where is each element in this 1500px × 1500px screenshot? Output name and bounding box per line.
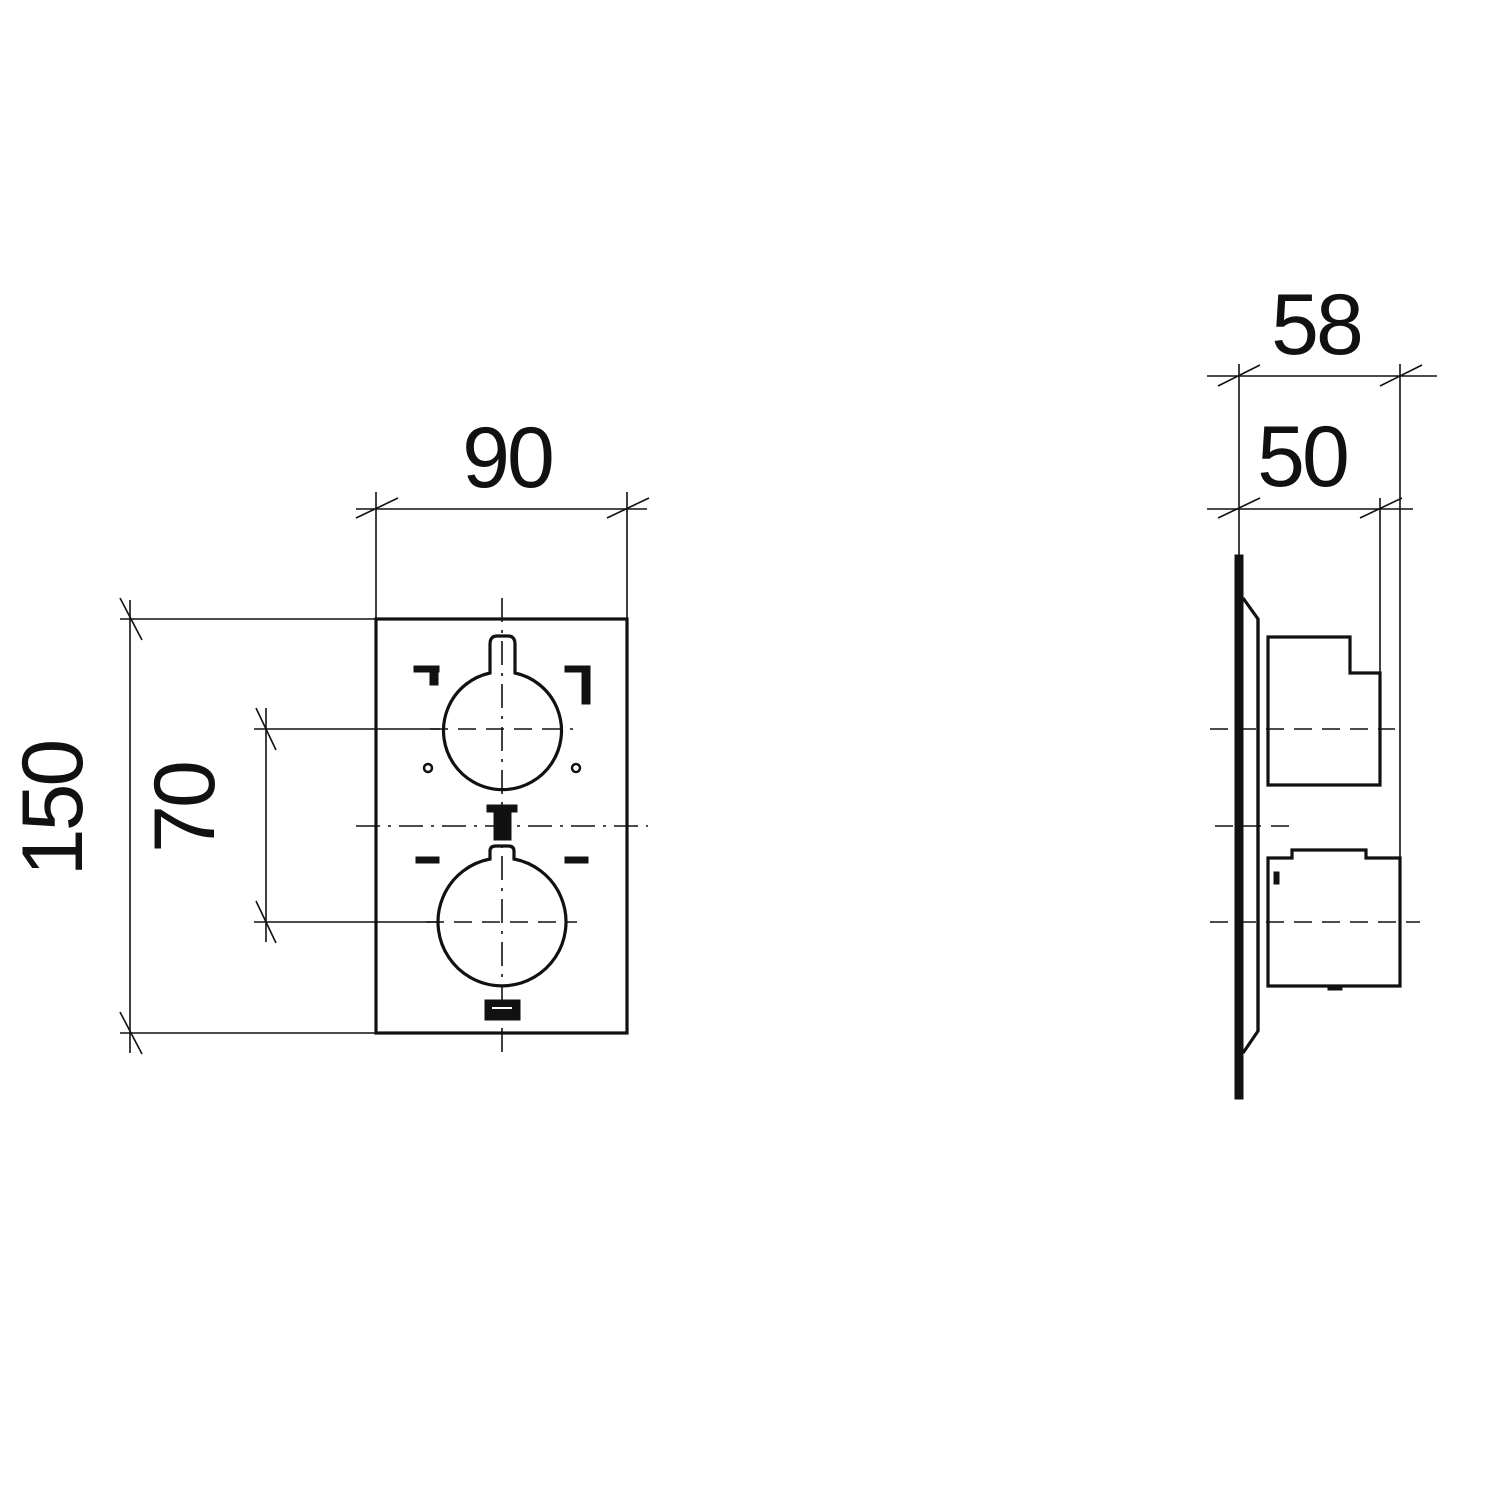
upper-control-knob: [441, 634, 564, 792]
upper-handle-side-profile: [1266, 635, 1382, 787]
lower-right-mark: [564, 856, 589, 864]
handle-depth-tick-right: [1359, 497, 1403, 519]
upper-left-mark-bar: [413, 665, 440, 673]
bottom-logo-badge: [484, 999, 521, 1021]
handle-depth-label: 50: [1257, 409, 1347, 505]
width-tick-right: [606, 497, 650, 519]
lower-handle-marker: [1273, 871, 1280, 885]
left-indicator-dot: [422, 762, 434, 774]
total-depth-tick-right: [1379, 364, 1423, 387]
front-view: [356, 598, 648, 1054]
right-indicator-dot: [570, 762, 582, 774]
side-total-depth-dimension: 58: [1207, 277, 1437, 922]
width-tick-left: [355, 497, 399, 519]
spacing-tick-bottom: [255, 900, 277, 944]
lower-handle-side-profile: [1266, 848, 1402, 988]
lower-left-mark: [415, 856, 440, 864]
side-view: [1210, 554, 1420, 1100]
total-depth-label: 58: [1271, 277, 1361, 373]
height-tick-bottom: [119, 1011, 143, 1055]
lower-handle-foot: [1327, 985, 1343, 991]
side-handle-depth-dimension: 50: [1207, 409, 1413, 729]
front-width-dimension: 90: [355, 410, 650, 619]
handle-depth-tick-left: [1217, 497, 1261, 519]
spacing-tick-top: [255, 707, 277, 751]
width-label: 90: [462, 410, 552, 506]
height-label: 150: [5, 742, 101, 877]
center-spacing-label: 70: [137, 763, 233, 853]
upper-right-mark-stem: [581, 665, 591, 705]
center-button-cap: [486, 804, 518, 813]
front-center-spacing-dimension: 70: [137, 707, 440, 944]
front-height-dimension: 150: [5, 597, 376, 1055]
height-tick-top: [119, 597, 143, 641]
center-button-stem: [493, 811, 512, 841]
lower-control-knob: [436, 844, 568, 988]
upper-left-mark-stem: [429, 665, 439, 686]
side-wall-plate: [1234, 554, 1244, 1100]
total-depth-tick-left: [1217, 364, 1261, 387]
